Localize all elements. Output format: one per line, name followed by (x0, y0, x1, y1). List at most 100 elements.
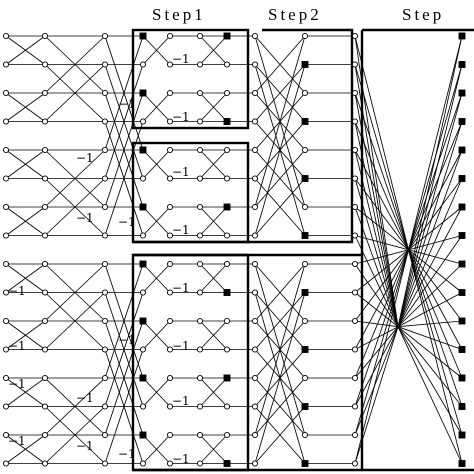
step-3-edge (354, 92, 399, 327)
weight-minus-one: −1 (118, 97, 136, 111)
step-1-in-node (139, 203, 147, 211)
stage-a-edge (5, 35, 46, 65)
step-3-out-node (458, 203, 466, 211)
step-2-out-node (301, 374, 309, 382)
stage-a-node (41, 460, 49, 467)
step-3-out-node (458, 289, 466, 296)
stage-a-node (41, 61, 49, 68)
step-1-edge (142, 320, 171, 350)
step-2-out-node (301, 460, 309, 467)
stage-b-node (101, 403, 109, 410)
step-2-out-node (301, 346, 309, 353)
step-1-in-node (139, 289, 147, 296)
weight-minus-one: −1 (172, 281, 190, 295)
stage-b-edge (44, 292, 106, 350)
weight-minus-one: −1 (8, 377, 26, 391)
step-1-mid-node (166, 232, 174, 239)
step-1-mid-node (196, 146, 204, 154)
stage-b-node (101, 89, 109, 97)
stage-b-edge (44, 35, 106, 94)
stage-b-node (101, 61, 109, 68)
weight-minus-one: −1 (76, 211, 94, 225)
step-3-edge (354, 326, 399, 379)
weight-minus-one: −1 (76, 391, 94, 405)
step-2-in-node (251, 175, 259, 182)
step-3-in-node (351, 118, 359, 125)
step-1-edge (199, 320, 228, 350)
step-1-edge (142, 434, 171, 464)
step-3-out-node (458, 232, 466, 239)
step-3-edge (354, 149, 399, 327)
step-1-out-node (223, 260, 231, 268)
step-1-edge (199, 92, 228, 122)
step-2-out-node (301, 118, 309, 125)
step-1-in-node (139, 260, 147, 268)
step-1-in-node (139, 118, 147, 125)
input-node (2, 175, 10, 182)
stage-b-edge (44, 178, 106, 236)
input-node (2, 232, 10, 239)
step-1-mid-node (166, 403, 174, 410)
step-3-title: Step (402, 5, 444, 24)
step-3-edge (354, 263, 399, 327)
step-1-mid-node (166, 61, 174, 68)
step-3-out-node (458, 317, 466, 325)
step-3-in-node (351, 203, 359, 211)
step-1-out-node (223, 175, 231, 182)
step-1-out-node (223, 403, 231, 410)
step-2-edge (254, 292, 306, 464)
step-2-out-node (301, 89, 309, 97)
step-3-edge (397, 320, 463, 328)
step-1-mid-node (196, 289, 204, 296)
step-1-out-node (223, 460, 231, 467)
step-2-out-node (301, 232, 309, 239)
step-1-out-node (223, 431, 231, 439)
step-1-mid-node (166, 260, 174, 268)
step-3-edge (397, 326, 463, 436)
step-1-mid-node (196, 346, 204, 353)
step-1-mid-node (196, 89, 204, 97)
step-2-in-node (251, 232, 259, 239)
step-2-box-outline (133, 28, 354, 244)
step-2-out-node (301, 289, 309, 296)
stage-a-edge (5, 92, 46, 122)
step-2-edge (254, 377, 306, 436)
step-1-out-node (223, 203, 231, 211)
step-3-edge (354, 326, 399, 464)
step-3-edge (354, 326, 399, 350)
step-1-edge (142, 92, 171, 122)
stage-a-node (41, 431, 49, 439)
step-2-out-node (301, 403, 309, 410)
step-3-edge (397, 121, 463, 327)
input-node (2, 61, 10, 68)
input-node (2, 317, 10, 325)
step-2-in-node (251, 32, 259, 40)
step-3-edge (397, 149, 463, 327)
step-2-title: Step2 (268, 5, 322, 24)
step-1-mid-node (196, 61, 204, 68)
step-1-out-node (223, 61, 231, 68)
step-2-in-node (251, 431, 259, 439)
nodes (2, 32, 466, 467)
step-1-edge (199, 263, 228, 293)
weight-minus-one: −1 (118, 333, 136, 347)
stage-a-node (41, 146, 49, 154)
weight-minus-one: −1 (172, 339, 190, 353)
input-node (2, 260, 10, 268)
stage-a-node (41, 374, 49, 382)
step-1-in-node (139, 403, 147, 410)
weight-minus-one: −1 (118, 447, 136, 461)
step-3-in-node (351, 89, 359, 97)
weight-minus-one: −1 (118, 215, 136, 229)
step-3-out-node (458, 346, 466, 353)
stage-b-node (101, 289, 109, 296)
step-3-in-node (351, 175, 359, 182)
step-3-edge (354, 206, 399, 327)
input-node (2, 146, 10, 154)
stage-b-node (101, 317, 109, 325)
edges (5, 35, 463, 464)
step-1-mid-node (196, 175, 204, 182)
step-3-in-node (351, 232, 359, 239)
step-1-edge (142, 206, 171, 236)
